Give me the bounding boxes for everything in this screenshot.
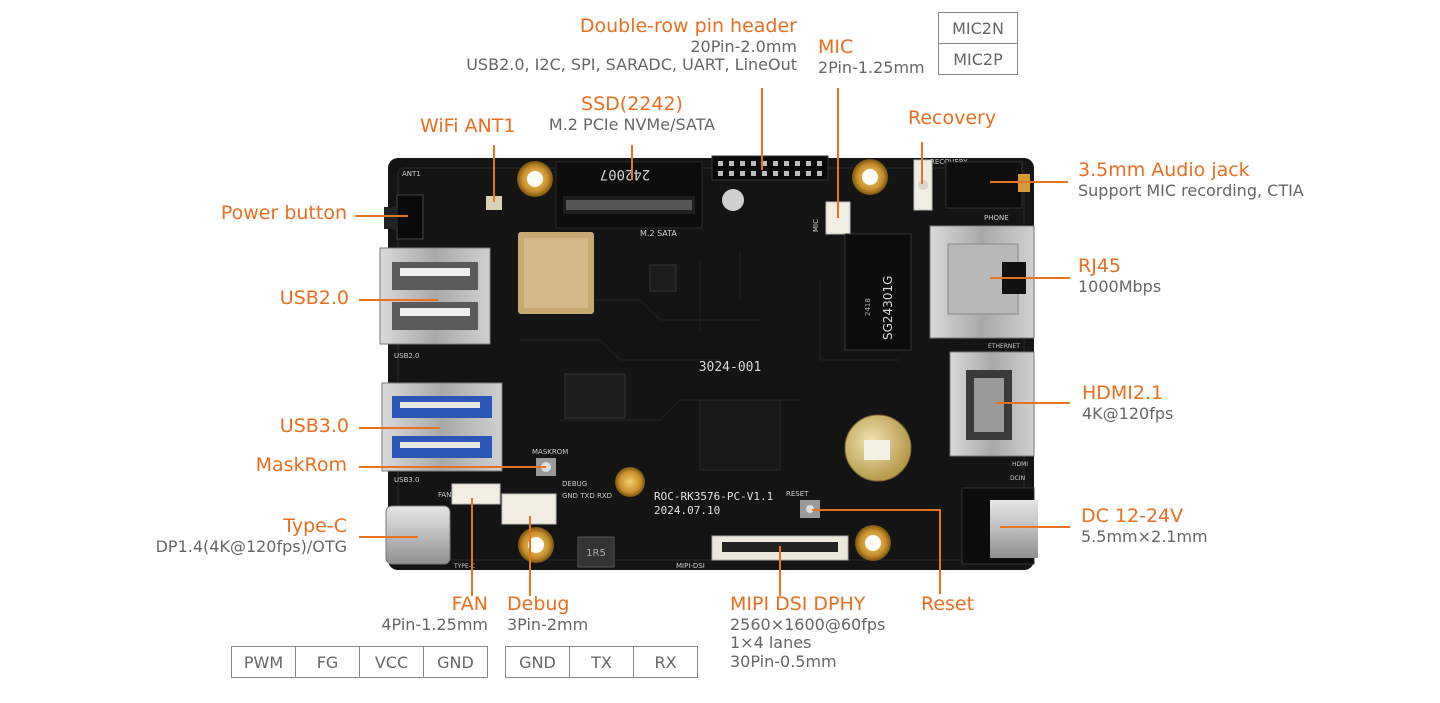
pin-header-sub1: 20Pin-2.0mm <box>690 36 797 56</box>
mic-pin-table: MIC2N MIC2P <box>938 12 1018 75</box>
fan-title: FAN <box>451 593 488 615</box>
usb2-title: USB2.0 <box>279 287 349 309</box>
chip-silk: SG24301G <box>881 276 895 340</box>
debug-pins-silk: GND TXD RXD <box>562 492 612 500</box>
wifi-label: WiFi ANT1 <box>420 115 516 138</box>
ssd-title: SSD(2242) <box>581 93 683 115</box>
usb3-label: USB3.0 <box>279 415 349 438</box>
chip-sub-silk: 2418 <box>864 298 872 316</box>
fan-pin-3: VCC <box>359 646 424 678</box>
pin-header-title: Double-row pin header <box>579 15 797 37</box>
pin-header-label: Double-row pin header 20Pin-2.0mm USB2.0… <box>466 15 797 75</box>
debug-pin-2: TX <box>569 646 634 678</box>
debug-pin-table: GND TX RX <box>505 646 698 678</box>
typec-label: Type-C DP1.4(4K@120fps)/OTG <box>155 515 347 556</box>
center-code-silk: 3024-001 <box>699 360 762 375</box>
reset-silk: RESET <box>786 490 809 498</box>
mipi-sub3: 30Pin-0.5mm <box>730 651 837 671</box>
wifi-title: WiFi ANT1 <box>420 115 516 137</box>
power-label: Power button <box>220 202 347 225</box>
mipi-silk: MIPI-DSI <box>676 562 705 570</box>
reset-title: Reset <box>921 593 975 615</box>
typec-sub: DP1.4(4K@120fps)/OTG <box>155 536 347 556</box>
hdmi-label: HDMI2.1 4K@120fps <box>1082 382 1174 423</box>
mipi-sub1: 2560×1600@60fps <box>730 614 886 634</box>
debug-label: Debug 3Pin-2mm <box>507 593 589 634</box>
audio-label: 3.5mm Audio jack Support MIC recording, … <box>1078 159 1304 200</box>
ssd-label: SSD(2242) M.2 PCIe NVMe/SATA <box>532 93 732 134</box>
inductor-silk: 1R5 <box>586 548 606 559</box>
ant-silk: ANT1 <box>402 170 421 178</box>
mic-sub: 2Pin-1.25mm <box>818 57 925 77</box>
mic-title: MIC <box>818 36 854 58</box>
ssd-silk: 242007 <box>600 166 651 182</box>
debug-pin-3: RX <box>633 646 698 678</box>
leader-lines <box>355 88 1070 596</box>
debug-pin-1: GND <box>505 646 570 678</box>
recovery-label: Recovery <box>908 107 997 130</box>
model-silk: ROC-RK3576-PC-V1.1 <box>654 490 773 503</box>
rj45-title: RJ45 <box>1078 255 1121 277</box>
usb3-silk: USB3.0 <box>394 476 420 484</box>
debug-sub: 3Pin-2mm <box>507 614 589 634</box>
dcin-silk: DCIN <box>1010 475 1025 482</box>
type-silk: TYPE-C <box>453 563 475 570</box>
power-title: Power button <box>220 202 347 224</box>
maskrom-title: MaskRom <box>255 454 347 476</box>
mic-pin-2: MIC2P <box>938 43 1018 75</box>
fan-label: FAN 4Pin-1.25mm <box>381 593 488 634</box>
usb2-label: USB2.0 <box>279 287 349 310</box>
mipi-title: MIPI DSI DPHY <box>730 593 866 615</box>
reset-label: Reset <box>921 593 975 616</box>
recovery-title: Recovery <box>908 107 997 129</box>
hdmi-sub: 4K@120fps <box>1082 403 1174 423</box>
audio-sub: Support MIC recording, CTIA <box>1078 180 1304 200</box>
hdmi-title: HDMI2.1 <box>1082 382 1164 404</box>
maskrom-silk: MASKROM <box>532 448 568 456</box>
ssd-sub: M.2 PCIe NVMe/SATA <box>548 114 716 134</box>
hdmi-silk: HDMI <box>1012 461 1028 468</box>
usb2-silk: USB2.0 <box>394 352 420 360</box>
fan-pin-table: PWM FG VCC GND <box>231 646 488 678</box>
m2-silk: M.2 SATA <box>640 229 677 238</box>
mic-silk: MIC <box>812 219 820 232</box>
typec-title: Type-C <box>283 515 347 537</box>
fan-pin-4: GND <box>423 646 488 678</box>
fan-pin-2: FG <box>295 646 360 678</box>
usb3-title: USB3.0 <box>279 415 349 437</box>
mic-pin-1: MIC2N <box>938 12 1018 44</box>
debug-silk: DEBUG <box>562 480 587 488</box>
mipi-label: MIPI DSI DPHY 2560×1600@60fps 1×4 lanes … <box>730 593 886 671</box>
debug-title: Debug <box>507 593 570 615</box>
fan-sub: 4Pin-1.25mm <box>381 614 488 634</box>
mic-label: MIC 2Pin-1.25mm <box>818 36 925 77</box>
dc-sub: 5.5mm×2.1mm <box>1081 526 1208 546</box>
rj45-sub: 1000Mbps <box>1078 276 1162 296</box>
fan-silk: FAN <box>438 491 451 499</box>
dc-label: DC 12-24V 5.5mm×2.1mm <box>1081 505 1208 546</box>
phone-silk: PHONE <box>984 214 1009 222</box>
fan-pin-1: PWM <box>231 646 296 678</box>
audio-title: 3.5mm Audio jack <box>1078 159 1250 181</box>
pcb-board: 242007 M.2 SATA MIC RECOVERY PHONE ANT1 <box>379 155 1038 570</box>
rj45-label: RJ45 1000Mbps <box>1078 255 1162 296</box>
mipi-sub2: 1×4 lanes <box>730 633 812 653</box>
dc-title: DC 12-24V <box>1081 505 1184 527</box>
pin-header-sub2: USB2.0, I2C, SPI, SARADC, UART, LineOut <box>466 55 797 75</box>
maskrom-label: MaskRom <box>255 454 347 477</box>
ethernet-silk: ETHERNET <box>988 343 1020 350</box>
date-silk: 2024.07.10 <box>654 504 720 517</box>
